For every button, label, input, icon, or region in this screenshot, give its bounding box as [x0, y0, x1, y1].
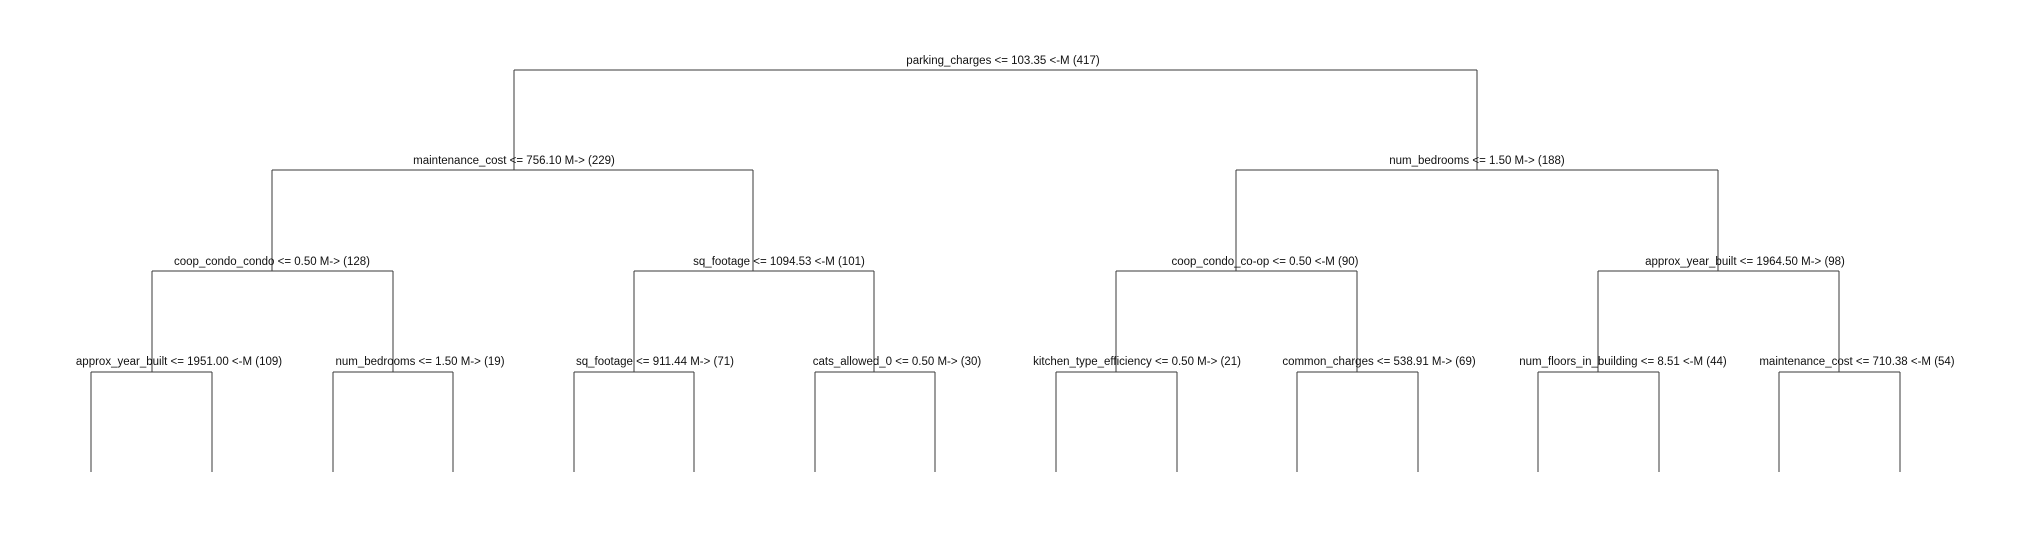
split-rrr: maintenance_cost <= 710.38 <-M (54) [1759, 356, 1955, 472]
node-label-rll: kitchen_type_efficiency <= 0.50 M-> (21) [1033, 356, 1241, 368]
node-label-lrl: sq_footage <= 911.44 M-> (71) [576, 356, 734, 368]
split-rlr: common_charges <= 538.91 M-> (69) [1282, 356, 1476, 472]
node-label-rlr: common_charges <= 538.91 M-> (69) [1282, 356, 1476, 368]
node-label-root: parking_charges <= 103.35 <-M (417) [906, 55, 1100, 67]
split-llr: num_bedrooms <= 1.50 M-> (19) [332, 356, 505, 472]
split-lll: approx_year_built <= 1951.00 <-M (109) [76, 356, 282, 472]
node-label-lll: approx_year_built <= 1951.00 <-M (109) [76, 356, 282, 368]
split-right-left: coop_condo_co-op <= 0.50 <-M (90) [1115, 256, 1359, 372]
split-rrl: num_floors_in_building <= 8.51 <-M (44) [1519, 356, 1727, 472]
node-label-llr: num_bedrooms <= 1.50 M-> (19) [335, 356, 504, 368]
node-label-right-right: approx_year_built <= 1964.50 M-> (98) [1645, 256, 1845, 268]
split-right-right: approx_year_built <= 1964.50 M-> (98) [1597, 256, 1845, 372]
split-root: parking_charges <= 103.35 <-M (417) [513, 55, 1478, 170]
split-left: maintenance_cost <= 756.10 M-> (229) [271, 155, 754, 271]
node-label-lrr: cats_allowed_0 <= 0.50 M-> (30) [813, 356, 982, 368]
split-left-right: sq_footage <= 1094.53 <-M (101) [633, 256, 875, 372]
node-label-right: num_bedrooms <= 1.50 M-> (188) [1389, 155, 1565, 167]
node-label-left: maintenance_cost <= 756.10 M-> (229) [413, 155, 615, 167]
node-label-right-left: coop_condo_co-op <= 0.50 <-M (90) [1172, 256, 1359, 268]
split-right: num_bedrooms <= 1.50 M-> (188) [1235, 155, 1719, 271]
node-label-left-left: coop_condo_condo <= 0.50 M-> (128) [174, 256, 370, 268]
node-label-left-right: sq_footage <= 1094.53 <-M (101) [693, 256, 865, 268]
split-lrl: sq_footage <= 911.44 M-> (71) [573, 356, 734, 472]
node-label-rrr: maintenance_cost <= 710.38 <-M (54) [1759, 356, 1954, 368]
split-rll: kitchen_type_efficiency <= 0.50 M-> (21) [1033, 356, 1241, 472]
split-left-left: coop_condo_condo <= 0.50 M-> (128) [151, 256, 394, 372]
node-label-rrl: num_floors_in_building <= 8.51 <-M (44) [1519, 356, 1727, 368]
split-lrr: cats_allowed_0 <= 0.50 M-> (30) [813, 356, 982, 472]
